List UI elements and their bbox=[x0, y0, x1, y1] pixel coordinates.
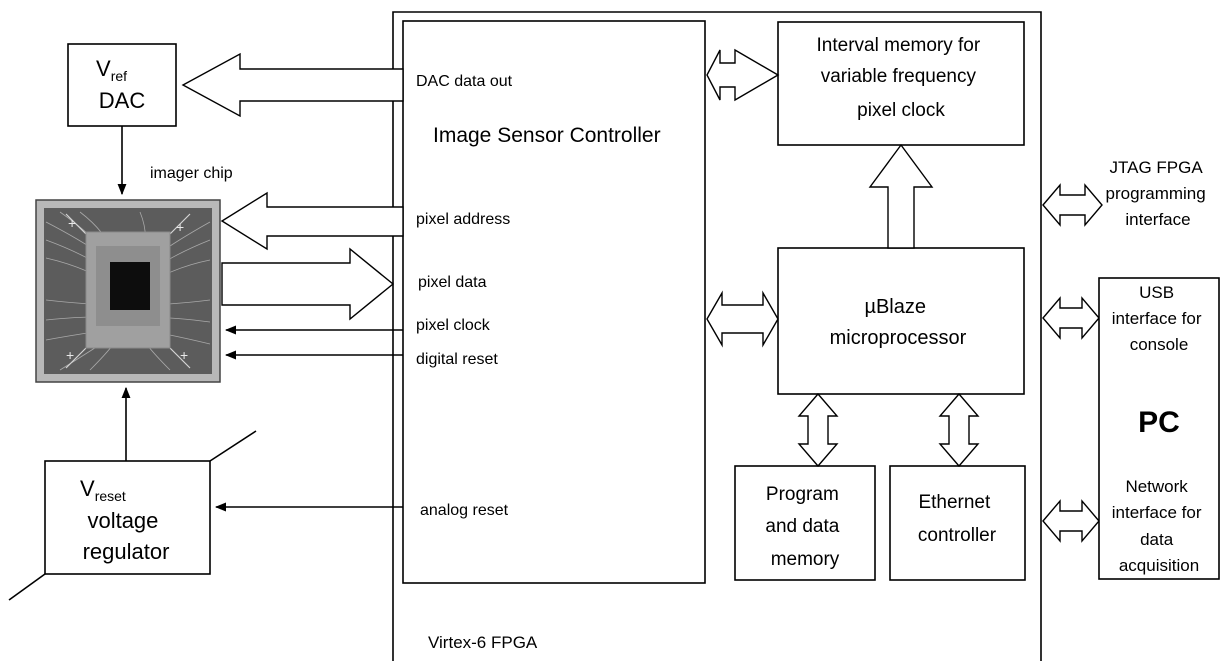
signal-pixel-address: pixel address bbox=[416, 211, 510, 228]
regulator-input-line bbox=[8, 573, 46, 601]
regulator-output-line bbox=[209, 430, 257, 462]
signal-analog-reset: analog reset bbox=[420, 502, 509, 519]
ethernet-controller-label: Ethernet controller bbox=[918, 492, 997, 546]
vref-dac-box bbox=[67, 43, 177, 127]
pc-box bbox=[1098, 277, 1220, 580]
imager-chip-label: imager chip bbox=[150, 165, 233, 182]
controller-title: Image Sensor Controller bbox=[433, 124, 661, 147]
microprocessor-label: µBlaze microprocessor bbox=[830, 296, 967, 349]
pixel-address-arrow bbox=[220, 191, 404, 251]
svg-text:+: + bbox=[66, 347, 74, 363]
usb-bus-arrow bbox=[1042, 296, 1100, 340]
svg-text:+: + bbox=[176, 219, 184, 235]
pc-title: PC bbox=[1138, 406, 1180, 439]
interval-memory-to-controller-arrow bbox=[706, 48, 780, 102]
dac-data-arrow bbox=[181, 52, 404, 118]
signal-pixel-data: pixel data bbox=[418, 274, 487, 291]
fpga-label: Virtex-6 FPGA bbox=[428, 633, 538, 652]
fpga-boundary bbox=[392, 11, 1042, 661]
program-memory-label: Program and data memory bbox=[765, 484, 844, 570]
signal-digital-reset: digital reset bbox=[416, 351, 498, 368]
program-memory-box bbox=[734, 465, 876, 581]
vref-label: Vref bbox=[96, 56, 127, 84]
microprocessor-box bbox=[777, 247, 1025, 395]
signal-dac-data-out: DAC data out bbox=[416, 73, 513, 90]
vreset-label: Vreset bbox=[80, 476, 126, 504]
imager-chip-image: + + + + bbox=[35, 199, 221, 383]
micro-program-memory-bus-arrow bbox=[797, 392, 839, 468]
vreset-regulator-box bbox=[44, 460, 211, 575]
network-interface-label: Network interface for data acquisition bbox=[1112, 477, 1207, 575]
interval-memory-label: Interval memory for variable frequency p… bbox=[817, 35, 986, 121]
svg-text:+: + bbox=[68, 215, 76, 231]
jtag-bus-arrow bbox=[1042, 183, 1103, 227]
ethernet-controller-box bbox=[889, 465, 1026, 581]
micro-ethernet-bus-arrow bbox=[938, 392, 980, 468]
pixel-data-arrow bbox=[221, 247, 395, 321]
network-bus-arrow bbox=[1042, 499, 1100, 543]
image-sensor-controller-box bbox=[402, 20, 706, 584]
signal-pixel-clock: pixel clock bbox=[416, 317, 491, 334]
micro-to-interval-memory-arrow bbox=[868, 143, 934, 249]
jtag-label: JTAG FPGA programming interface bbox=[1106, 158, 1211, 229]
voltage-regulator-label: voltage regulator bbox=[83, 508, 170, 564]
svg-text:+: + bbox=[180, 347, 188, 363]
dac-label: DAC bbox=[99, 88, 146, 113]
usb-interface-label: USB interface for console bbox=[1112, 283, 1207, 354]
controller-micro-bus-arrow bbox=[706, 290, 779, 348]
